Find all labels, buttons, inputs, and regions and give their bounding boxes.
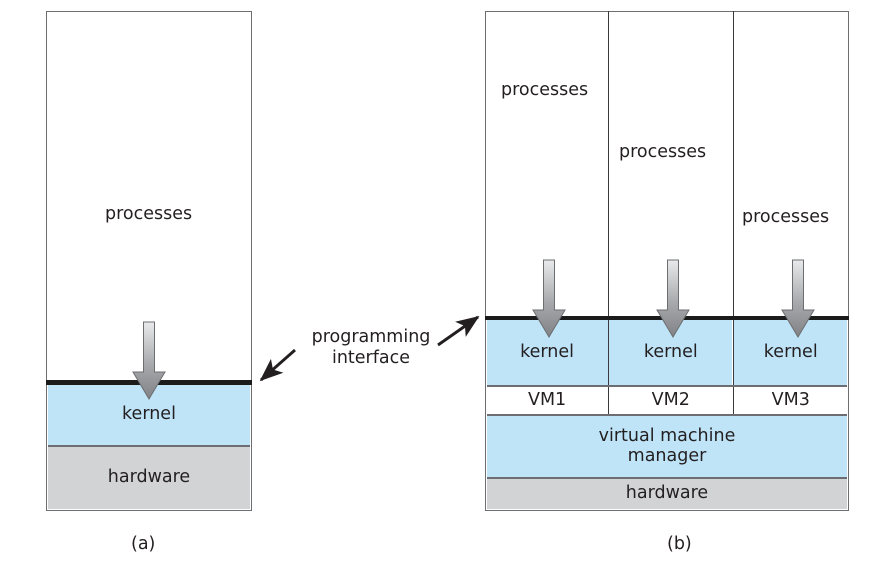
callout-line1: programming (311, 327, 431, 347)
panel-b-vmm-label-line1: virtual machine (598, 426, 736, 447)
programming-interface-callout: programming interface (296, 327, 446, 370)
panel-b-kernel-vm-divider (486, 385, 848, 387)
panel-a-kernel-label: kernel (122, 404, 176, 425)
panel-b-vmm-hardware-divider (486, 477, 848, 479)
panel-b-kernel-label-3: kernel (763, 342, 818, 363)
panel-b-syscall-arrow-1 (532, 259, 566, 338)
panel-b-syscall-arrow-3 (781, 259, 815, 338)
panel-b-vmm-band: virtual machine manager (486, 416, 848, 478)
panel-b-hardware-band: hardware (486, 479, 848, 510)
panel-b-vm-label-2: VM2 (651, 390, 690, 411)
panel-b-vm-band-1: VM1 (486, 387, 608, 415)
panel-b-vm-band-2: VM2 (609, 387, 733, 415)
panel-b-syscall-arrow-2 (656, 259, 690, 338)
panel-b-column-divider-2 (732, 11, 735, 415)
callout-arrow-left (259, 348, 296, 382)
panel-a-syscall-arrow (132, 321, 166, 400)
panel-b-column-divider-1 (607, 11, 610, 415)
panel-b-vmm-label-line2: manager (627, 446, 707, 466)
panel-a-caption: (a) (131, 534, 156, 554)
panel-b-hardware-label: hardware (625, 483, 709, 504)
panel-b-processes-label-2: processes (619, 142, 707, 162)
panel-b-vm-label-1: VM1 (527, 390, 567, 411)
panel-b-caption: (b) (667, 534, 692, 554)
callout-line2: interface (331, 348, 411, 369)
panel-a-hardware-band: hardware (47, 446, 251, 510)
panel-b-vm-vmm-divider (486, 414, 848, 416)
panel-b-vm-label-3: VM3 (771, 390, 810, 411)
panel-b-kernel-label-1: kernel (520, 342, 575, 363)
panel-a-hardware-label: hardware (107, 466, 191, 487)
panel-a-processes-label: processes (105, 204, 193, 224)
panel-a-kernel-hardware-divider (47, 445, 251, 447)
panel-b-vm-band-3: VM3 (734, 387, 848, 415)
panel-b-processes-label-1: processes (501, 80, 589, 100)
panel-b-kernel-label-2: kernel (643, 342, 698, 363)
panel-b-kernel-band-3: kernel (734, 320, 848, 386)
panel-b-processes-label-3: processes (742, 207, 830, 227)
